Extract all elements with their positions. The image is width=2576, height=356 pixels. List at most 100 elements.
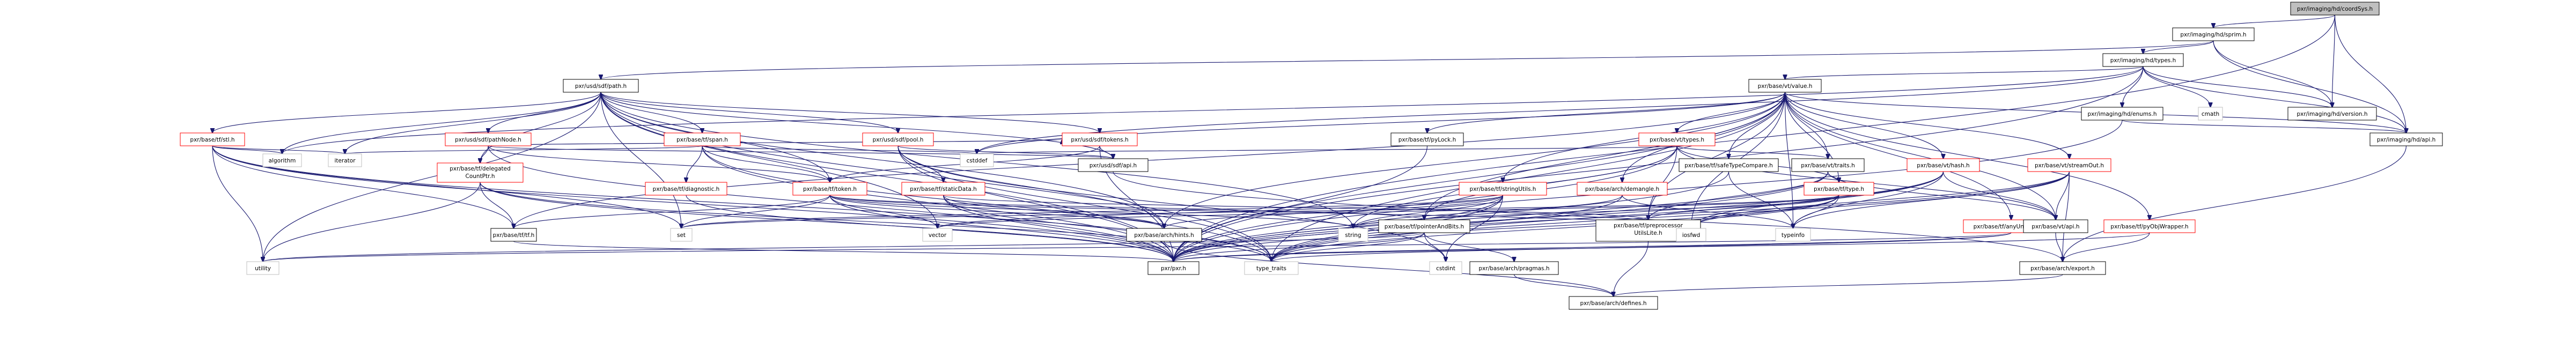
- node-safetype[interactable]: pxr/base/tf/safeTypeCompare.h: [1679, 158, 1779, 172]
- edge-tfstl-to-pxr: [212, 145, 1174, 262]
- node-box: [1469, 261, 1559, 275]
- node-tfspan[interactable]: pxr/base/tf/span.h: [664, 132, 741, 146]
- edge-tftoken-to-set: [681, 195, 830, 228]
- edge-vtvalue-to-vtapi: [1784, 92, 2056, 220]
- edge-tftoken-to-pxr: [829, 195, 1174, 262]
- node-box: [1459, 182, 1547, 196]
- node-stringutils[interactable]: pxr/base/tf/stringUtils.h: [1459, 182, 1547, 196]
- node-hdtypes[interactable]: pxr/imaging/hd/types.h: [2102, 53, 2184, 67]
- node-label: set: [677, 232, 686, 239]
- node-root[interactable]: pxr/imaging/hd/coordSys.h: [2290, 2, 2380, 16]
- node-hdversion[interactable]: pxr/imaging/hd/version.h: [2287, 107, 2377, 121]
- node-tfh[interactable]: pxr/base/tf/tf.h: [490, 228, 537, 242]
- node-sdfapi[interactable]: pxr/usd/sdf/api.h: [1078, 158, 1149, 172]
- edge-sprim-to-hdtypes: [2143, 40, 2214, 54]
- edge-sdfpath-to-algorithm: [282, 92, 601, 154]
- node-pragmas[interactable]: pxr/base/arch/pragmas.h: [1469, 261, 1559, 275]
- edge-sdfpath-to-set: [600, 92, 681, 228]
- edge-hdapi-to-archexport: [2063, 145, 2407, 262]
- edge-vthash-to-vtapi: [1942, 171, 2056, 220]
- edge-hdtypes-to-cmath: [2143, 66, 2211, 107]
- node-ptrbits[interactable]: pxr/base/tf/pointerAndBits.h: [1378, 219, 1470, 233]
- node-label: string: [1345, 232, 1361, 239]
- node-box: [437, 162, 524, 183]
- node-archdefines[interactable]: pxr/base/arch/defines.h: [1569, 296, 1658, 310]
- edge-demangle-to-typeinfo: [1622, 195, 1793, 228]
- node-label: pxr/imaging/hd/coordSys.h: [2297, 6, 2373, 12]
- node-box: [262, 153, 302, 167]
- node-hdapi[interactable]: pxr/imaging/hd/api.h: [2369, 132, 2443, 146]
- node-sprim[interactable]: pxr/imaging/hd/sprim.h: [2172, 27, 2255, 41]
- node-box: [2198, 107, 2223, 121]
- node-vtvalue[interactable]: pxr/base/vt/value.h: [1748, 79, 1822, 93]
- node-staticdata[interactable]: pxr/base/tf/staticData.h: [901, 182, 985, 196]
- node-vttraits[interactable]: pxr/base/vt/traits.h: [1791, 158, 1865, 172]
- node-label: pxr/base/tf/pyLock.h: [1399, 137, 1456, 143]
- edges-layer: [212, 14, 2407, 296]
- edge-vtvalue-to-ptrbits: [1424, 92, 1786, 220]
- node-tfstl[interactable]: pxr/base/tf/stl.h: [180, 132, 245, 146]
- node-sdftokens[interactable]: pxr/usd/sdf/tokens.h: [1062, 132, 1138, 146]
- node-label: algorithm: [269, 158, 296, 164]
- node-tftype[interactable]: pxr/base/tf/type.h: [1804, 182, 1874, 196]
- node-box: [1569, 296, 1658, 310]
- node-tftoken[interactable]: pxr/base/tf/token.h: [792, 182, 867, 196]
- node-box: [2019, 261, 2106, 275]
- node-label: cstdint: [1436, 265, 1455, 272]
- edge-sprim-to-hdversion: [2213, 40, 2332, 107]
- edge-safetype-to-pxr: [1174, 171, 1729, 262]
- edge-safetype-to-typeinfo: [1728, 171, 1793, 228]
- node-streamout[interactable]: pxr/base/vt/streamOut.h: [2027, 158, 2111, 172]
- node-vtapi[interactable]: pxr/base/vt/api.h: [2023, 219, 2088, 233]
- edge-pathnode-to-sdfapi: [488, 145, 1113, 159]
- node-label: pxr/base/vt/value.h: [1758, 83, 1813, 90]
- edge-ptrbits-to-pxr: [1174, 232, 1425, 262]
- edge-sprim-to-hdapi: [2213, 40, 2406, 133]
- edge-sdfpath-to-iterator: [345, 92, 601, 154]
- node-label: pxr/base/tf/token.h: [803, 186, 857, 192]
- edge-tftoken-to-tfh: [514, 195, 830, 228]
- node-label: pxr/base/arch/demangle.h: [1585, 186, 1659, 192]
- edge-hdtypes-to-hdapi: [2143, 66, 2406, 133]
- node-diagnostic[interactable]: pxr/base/tf/diagnostic.h: [645, 182, 727, 196]
- node-label: pxr/base/vt/types.h: [1650, 137, 1704, 143]
- node-box: [1676, 228, 1706, 242]
- node-sdfpool[interactable]: pxr/usd/sdf/pool.h: [862, 132, 934, 146]
- node-label: pxr/pxr.h: [1161, 265, 1186, 272]
- node-pxr[interactable]: pxr/pxr.h: [1147, 261, 1199, 275]
- node-pylock[interactable]: pxr/base/tf/pyLock.h: [1390, 132, 1464, 146]
- node-demangle[interactable]: pxr/base/arch/demangle.h: [1577, 182, 1668, 196]
- edge-tftype-to-typetraits: [1271, 195, 1839, 262]
- node-box: [1748, 79, 1822, 93]
- edge-pathnode-to-delegated: [480, 145, 489, 163]
- edge-sdfpath-to-utility: [263, 92, 601, 262]
- node-label: pxr/base/tf/type.h: [1814, 186, 1864, 192]
- edge-vttraits-to-vtapi: [1827, 171, 2056, 220]
- edge-tftoken-to-hints: [829, 195, 1164, 228]
- node-sdfpath[interactable]: pxr/usd/sdf/path.h: [563, 79, 639, 93]
- edge-vtvalue-to-safetype: [1729, 92, 1786, 159]
- edge-root-to-hdapi: [2334, 14, 2406, 133]
- edge-vttypes-to-cstddef: [977, 145, 1677, 154]
- edge-streamout-to-vtapi: [2056, 171, 2070, 220]
- node-vthash[interactable]: pxr/base/vt/hash.h: [1907, 158, 1980, 172]
- node-label: pxr/base/arch/defines.h: [1580, 300, 1646, 307]
- edge-streamout-to-typetraits: [1271, 171, 2070, 262]
- edge-anyunique-to-typetraits: [1271, 232, 2012, 262]
- node-hdenums[interactable]: pxr/imaging/hd/enums.h: [2081, 107, 2163, 121]
- node-hints[interactable]: pxr/base/arch/hints.h: [1126, 228, 1202, 242]
- edge-vthash-to-typetraits: [1271, 171, 1944, 262]
- node-vttypes[interactable]: pxr/base/vt/types.h: [1638, 132, 1716, 146]
- node-archexport[interactable]: pxr/base/arch/export.h: [2019, 261, 2106, 275]
- node-box: [862, 132, 934, 146]
- edge-streamout-to-iosfwd: [1691, 171, 2070, 228]
- node-pathnode[interactable]: pxr/usd/sdf/pathNode.h: [445, 132, 532, 146]
- edge-streamout-to-pxr: [1174, 171, 2070, 262]
- node-pyobj[interactable]: pxr/base/tf/pyObjWrapper.h: [2103, 219, 2196, 233]
- node-box: [922, 228, 953, 242]
- edge-vtvalue-to-anyunique: [1784, 92, 2012, 220]
- node-box: [1775, 228, 1811, 242]
- node-typeinfo: typeinfo: [1775, 228, 1811, 242]
